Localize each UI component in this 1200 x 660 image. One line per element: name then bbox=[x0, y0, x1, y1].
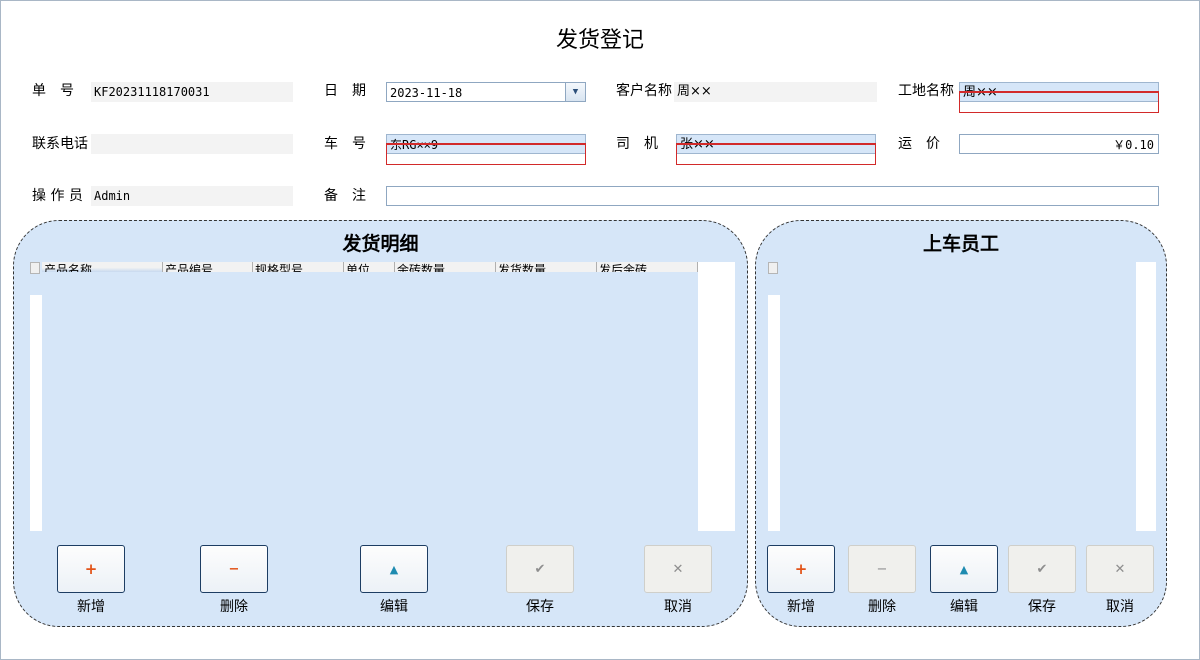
customer-label: 客户名称 bbox=[616, 83, 672, 99]
site-field[interactable]: 周×× bbox=[959, 82, 1159, 102]
remark-field[interactable] bbox=[386, 186, 1159, 206]
remark-label: 备 注 bbox=[324, 188, 366, 204]
staff-panel-title: 上车员工 bbox=[922, 233, 999, 255]
plus-icon: + bbox=[84, 560, 98, 578]
date-label: 日 期 bbox=[324, 83, 366, 99]
validation-strike-line bbox=[960, 92, 1158, 93]
row-header-strip[interactable] bbox=[768, 295, 780, 531]
check-icon: ✔ bbox=[1036, 561, 1048, 577]
freight-label: 运 价 bbox=[898, 136, 940, 152]
order-no-label: 单 号 bbox=[32, 83, 74, 99]
column-header[interactable]: 单位 bbox=[344, 262, 395, 272]
minus-icon: − bbox=[228, 561, 240, 577]
staff-edit-button[interactable]: ▲ bbox=[930, 545, 998, 593]
staff-save-button[interactable]: ✔ bbox=[1008, 545, 1076, 593]
freight-field[interactable]: ￥0.10 bbox=[959, 134, 1159, 154]
driver-field[interactable]: 张×× bbox=[676, 134, 876, 154]
column-header[interactable]: 产品编号 bbox=[163, 262, 253, 272]
up-triangle-icon: ▲ bbox=[389, 562, 399, 576]
detail-add-label: 新增 bbox=[77, 599, 105, 615]
driver-label: 司 机 bbox=[616, 136, 658, 152]
x-icon: ✕ bbox=[1114, 561, 1126, 577]
detail-cancel-button[interactable]: ✕ bbox=[644, 545, 712, 593]
row-header-strip[interactable] bbox=[30, 295, 42, 531]
plate-value: 东RG××9 bbox=[390, 138, 439, 152]
phone-label: 联系电话 bbox=[32, 136, 88, 152]
detail-cancel-label: 取消 bbox=[664, 599, 692, 615]
staff-add-button[interactable]: + bbox=[767, 545, 835, 593]
staff-cancel-label: 取消 bbox=[1106, 599, 1134, 615]
plate-field[interactable]: 东RG××9 bbox=[386, 134, 586, 154]
staff-delete-button[interactable]: − bbox=[848, 545, 916, 593]
detail-delete-label: 删除 bbox=[220, 599, 248, 615]
detail-save-button[interactable]: ✔ bbox=[506, 545, 574, 593]
date-value: 2023-11-18 bbox=[390, 86, 463, 100]
operator-label: 操 作 员 bbox=[32, 188, 83, 204]
staff-add-label: 新增 bbox=[787, 599, 815, 615]
check-icon: ✔ bbox=[534, 561, 546, 577]
grid-scroll-strip[interactable] bbox=[698, 262, 735, 531]
order-no-field: KF20231118170031 bbox=[91, 82, 293, 102]
plate-label: 车 号 bbox=[324, 136, 366, 152]
minus-icon: − bbox=[876, 561, 888, 577]
detail-edit-button[interactable]: ▲ bbox=[360, 545, 428, 593]
staff-delete-label: 删除 bbox=[868, 599, 896, 615]
date-combobox[interactable]: 2023-11-18 ▼ bbox=[386, 82, 586, 102]
column-header[interactable]: 余砖数量 bbox=[395, 262, 496, 272]
operator-field: Admin bbox=[91, 186, 293, 206]
x-icon: ✕ bbox=[672, 561, 684, 577]
detail-grid-header: 产品名称 产品编号 规格型号 单位 余砖数量 发货数量 发后余砖 bbox=[42, 262, 698, 272]
plus-icon: + bbox=[794, 560, 808, 578]
detail-panel: 发货明细 bbox=[13, 220, 748, 627]
detail-delete-button[interactable]: − bbox=[200, 545, 268, 593]
column-header[interactable]: 发货数量 bbox=[496, 262, 597, 272]
detail-edit-label: 编辑 bbox=[380, 599, 408, 615]
staff-edit-label: 编辑 bbox=[950, 599, 978, 615]
customer-field[interactable]: 周×× bbox=[674, 82, 877, 102]
chevron-down-icon[interactable]: ▼ bbox=[565, 83, 585, 101]
detail-panel-title: 发货明细 bbox=[342, 233, 419, 255]
validation-strike-line bbox=[387, 144, 585, 145]
page-title: 发货登记 bbox=[555, 28, 644, 53]
phone-field[interactable] bbox=[91, 134, 293, 154]
site-label: 工地名称 bbox=[898, 83, 954, 99]
validation-strike-line bbox=[677, 144, 875, 145]
detail-add-button[interactable]: + bbox=[57, 545, 125, 593]
staff-save-label: 保存 bbox=[1028, 599, 1056, 615]
grid-corner-handle[interactable] bbox=[768, 262, 778, 274]
column-header[interactable]: 产品名称 bbox=[42, 262, 163, 272]
up-triangle-icon: ▲ bbox=[959, 562, 969, 576]
grid-scroll-strip[interactable] bbox=[1136, 262, 1156, 531]
detail-save-label: 保存 bbox=[526, 599, 554, 615]
staff-cancel-button[interactable]: ✕ bbox=[1086, 545, 1154, 593]
column-header[interactable]: 发后余砖 bbox=[597, 262, 698, 272]
column-header[interactable]: 规格型号 bbox=[253, 262, 344, 272]
grid-corner-handle[interactable] bbox=[30, 262, 40, 274]
